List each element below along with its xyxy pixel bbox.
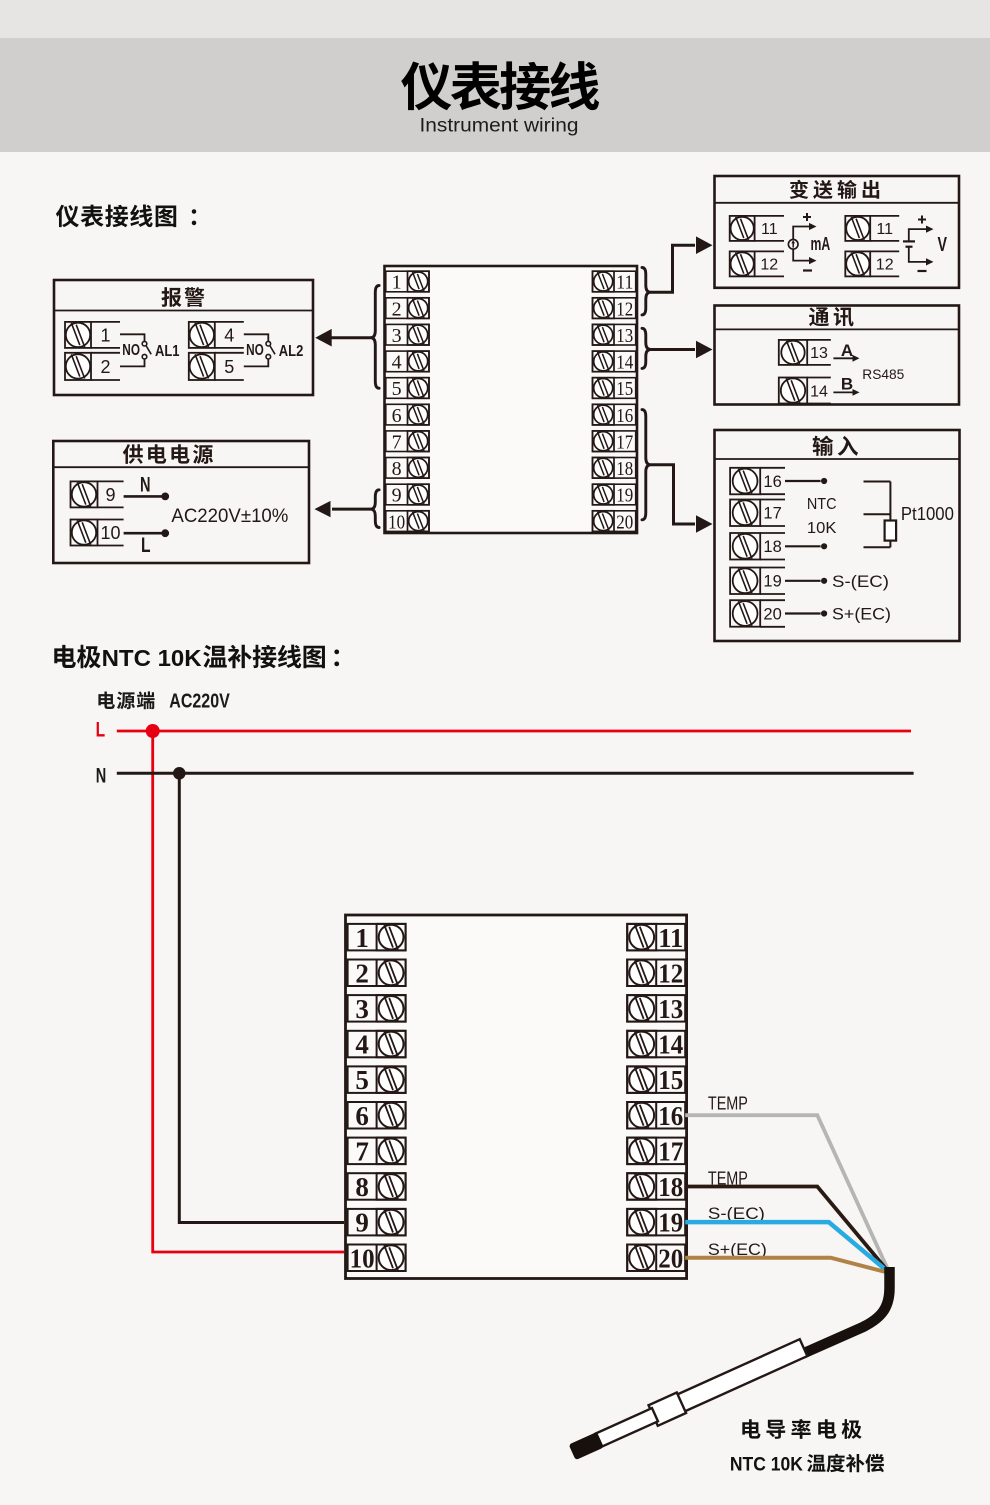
svg-text:17: 17: [616, 431, 633, 453]
svg-text:L: L: [141, 534, 151, 557]
svg-text:10K: 10K: [807, 520, 837, 537]
svg-text:16: 16: [616, 405, 633, 427]
svg-text:4: 4: [355, 1030, 369, 1060]
svg-text:NTC 10K: NTC 10K: [102, 645, 202, 671]
svg-text:14: 14: [616, 352, 633, 374]
svg-text:B: B: [841, 374, 853, 393]
svg-text:A: A: [841, 341, 853, 360]
svg-text:16: 16: [658, 1101, 683, 1131]
svg-text:9: 9: [355, 1208, 369, 1238]
svg-text:12: 12: [876, 257, 894, 274]
svg-text:15: 15: [658, 1065, 683, 1095]
svg-text:18: 18: [616, 458, 633, 480]
svg-text:8: 8: [392, 458, 402, 480]
svg-text:Instrument wiring: Instrument wiring: [420, 116, 579, 137]
svg-text:TEMP: TEMP: [708, 1167, 748, 1188]
svg-text:2: 2: [392, 298, 402, 320]
svg-text:5: 5: [355, 1065, 369, 1095]
svg-text:AC220V±10%: AC220V±10%: [171, 506, 288, 527]
svg-text:TEMP: TEMP: [708, 1093, 748, 1114]
svg-text:20: 20: [658, 1243, 683, 1273]
svg-text:11: 11: [658, 923, 683, 953]
svg-text:8: 8: [355, 1172, 369, 1202]
svg-text:11: 11: [876, 221, 893, 238]
svg-text:5: 5: [392, 378, 402, 400]
svg-text:7: 7: [355, 1137, 369, 1167]
svg-text:NTC 10K: NTC 10K: [730, 1454, 803, 1476]
svg-text:9: 9: [105, 485, 115, 505]
svg-text:17: 17: [763, 505, 781, 523]
svg-text:10: 10: [350, 1243, 375, 1273]
svg-text:9: 9: [392, 485, 402, 507]
svg-text:7: 7: [392, 431, 402, 453]
svg-text:14: 14: [658, 1030, 683, 1060]
svg-text:3: 3: [392, 325, 402, 347]
svg-text:13: 13: [658, 994, 683, 1024]
svg-text:12: 12: [616, 298, 633, 320]
svg-text:S+(EC): S+(EC): [832, 605, 891, 624]
svg-text:3: 3: [355, 994, 369, 1024]
svg-text:NO: NO: [122, 342, 140, 359]
svg-text:N: N: [140, 474, 151, 497]
svg-text:Pt1000: Pt1000: [901, 503, 954, 524]
svg-text:S-(EC): S-(EC): [832, 572, 889, 591]
svg-text:RS485: RS485: [862, 366, 904, 382]
svg-text:19: 19: [763, 573, 781, 591]
svg-text:13: 13: [810, 345, 828, 362]
svg-text:AL2: AL2: [279, 343, 304, 360]
svg-text:12: 12: [658, 958, 683, 988]
svg-text:4: 4: [392, 352, 402, 374]
svg-text:V: V: [938, 234, 948, 256]
svg-text:AC220V: AC220V: [169, 691, 230, 713]
svg-text:16: 16: [763, 473, 781, 491]
svg-text:10: 10: [100, 523, 120, 543]
svg-text:10: 10: [388, 511, 405, 533]
svg-text:18: 18: [658, 1172, 683, 1202]
svg-text:4: 4: [224, 325, 234, 345]
svg-text:1: 1: [355, 923, 369, 953]
svg-text:NO: NO: [246, 342, 264, 359]
svg-text:1: 1: [100, 325, 110, 345]
svg-text:19: 19: [616, 485, 633, 507]
svg-text:11: 11: [616, 272, 633, 294]
svg-text:18: 18: [763, 538, 781, 556]
svg-text:S-(EC): S-(EC): [708, 1204, 765, 1223]
svg-text:13: 13: [616, 325, 633, 347]
svg-text:5: 5: [224, 357, 234, 377]
svg-text:15: 15: [616, 378, 633, 400]
svg-text:S+(EC): S+(EC): [708, 1240, 767, 1259]
svg-text:N: N: [96, 763, 107, 787]
svg-text:19: 19: [658, 1208, 683, 1238]
svg-text:17: 17: [658, 1137, 683, 1167]
svg-text:6: 6: [355, 1101, 369, 1131]
svg-text:mA: mA: [811, 234, 831, 254]
svg-text:20: 20: [763, 605, 781, 623]
svg-text:1: 1: [392, 272, 402, 294]
svg-text:14: 14: [810, 383, 828, 400]
svg-text:12: 12: [760, 257, 778, 274]
svg-text:L: L: [96, 718, 106, 742]
svg-text:6: 6: [392, 405, 402, 427]
svg-text:2: 2: [355, 958, 369, 988]
svg-text:2: 2: [100, 357, 110, 377]
svg-text:NTC: NTC: [807, 496, 837, 513]
svg-text:AL1: AL1: [155, 343, 180, 360]
svg-text:11: 11: [761, 221, 778, 238]
svg-text:20: 20: [616, 511, 633, 533]
